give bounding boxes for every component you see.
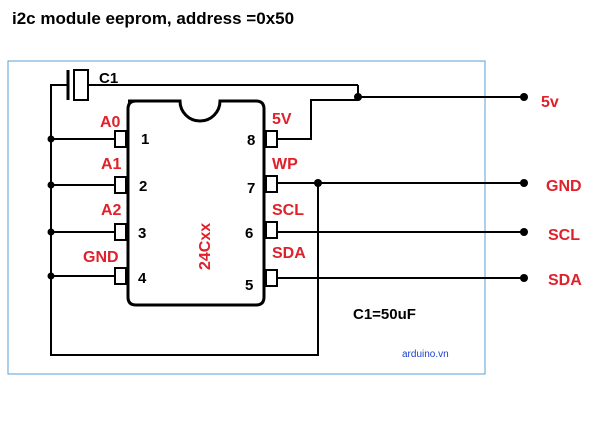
board-outline [7,60,486,375]
pin-6-number: 6 [245,225,253,242]
pin-8-label: 5V [272,111,292,128]
pin-7 [265,175,278,193]
pin-4-label: GND [83,249,119,266]
junction-gnd [47,272,55,280]
terminal-sda [520,274,528,282]
pin-8 [265,130,278,148]
net-label-gnd: GND [546,178,582,195]
pin-5 [265,269,278,287]
net-label-sda: SDA [548,272,582,289]
pin-3 [114,223,127,241]
junction-a2 [47,228,55,236]
pin-4-number: 4 [138,270,147,287]
pin-2-label: A1 [101,156,122,173]
c1-label: C1 [99,70,118,87]
chip-part-label: 24Cxx [197,223,214,270]
pin-5-label: SDA [272,245,306,262]
pin-6 [265,221,278,239]
pin-1-number: 1 [141,131,149,148]
pin-6-label: SCL [272,202,304,219]
pin-1 [114,130,127,148]
watermark: arduino.vn [402,349,449,360]
pin-4 [114,267,127,285]
junction-a0 [47,135,55,143]
net-label-5v: 5v [541,94,559,111]
capacitor-value-label: C1=50uF [353,306,416,323]
pin-7-number: 7 [247,180,255,197]
terminal-scl [520,228,528,236]
pin-3-label: A2 [101,202,122,219]
pin-5-number: 5 [245,277,253,294]
c1-plate-right [73,69,89,101]
net-label-scl: SCL [548,227,580,244]
pin-8-number: 8 [247,132,255,149]
eeprom-chip-body [126,99,266,307]
pin-1-label: A0 [100,114,121,131]
pin-2 [114,176,127,194]
junction-5v [354,93,362,101]
pin-3-number: 3 [138,225,146,242]
junction-a1 [47,181,55,189]
pin-2-number: 2 [139,178,147,195]
pin-7-label: WP [272,156,298,173]
terminal-5v [520,93,528,101]
junction-wp [314,179,322,187]
terminal-gnd [520,179,528,187]
gnd-rail-wire [50,84,319,356]
diagram-title: i2c module eeprom, address =0x50 [12,9,294,28]
